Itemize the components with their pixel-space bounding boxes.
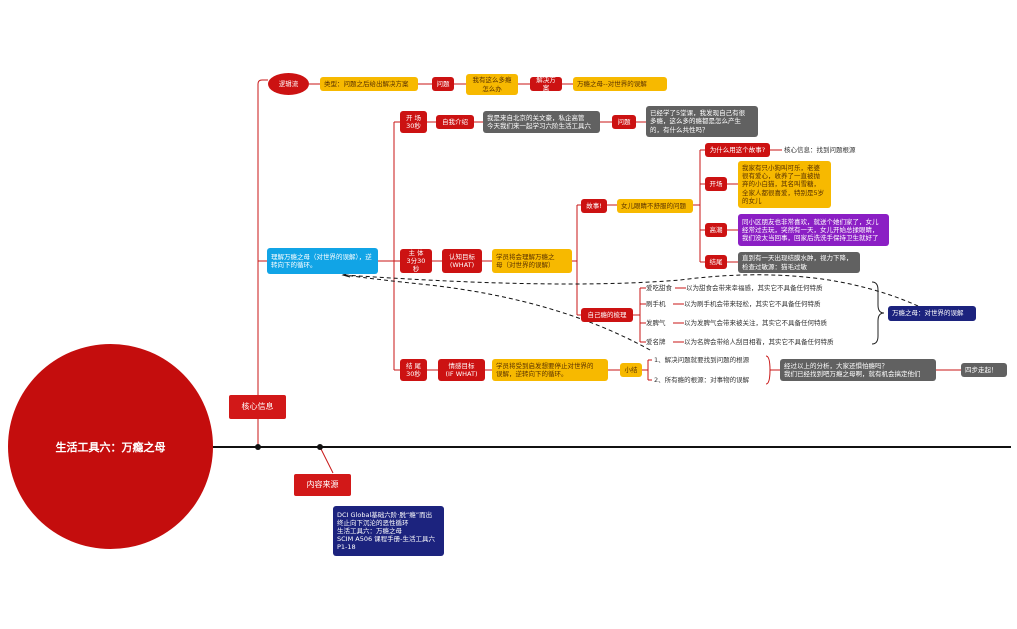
self-intro-node: 自我介绍 <box>436 115 474 129</box>
logic-problem-node: 问题 <box>432 77 454 91</box>
story-climax-text: 同小区朋友也非常喜欢，就送个她们家了，女儿 经常过去玩，突然有一天，女儿开始总揉… <box>738 214 889 246</box>
opening-problem-text: 已经学了5堂课，我发现自己有很 多瘾，这么多的瘾都是怎么产生 的，有什么共性吗？ <box>646 106 758 137</box>
addiction-text-1: 以为甜食会带来幸福感，其实它不具备任何特质 <box>686 283 823 292</box>
logic-solution-node: 解决方案 <box>530 76 562 92</box>
addiction-label-3: 发脾气 <box>646 318 666 327</box>
mother-of-addictions-node: 万瘾之母：对世界的误解 <box>888 306 976 321</box>
addiction-label-2: 刷手机 <box>646 299 666 308</box>
summary-node: 小结 <box>620 363 642 377</box>
addiction-label-4: 爱名牌 <box>646 337 666 346</box>
self-addiction-node: 自己瘾的梳理 <box>581 308 633 322</box>
opening-problem-node: 问题 <box>612 115 636 129</box>
story-node: 故事! <box>581 199 607 213</box>
cognitive-goal-text: 学员将会理解万瘾之 母（对世界的误解） <box>492 249 572 273</box>
logic-answer-node: 万瘾之母--对世界的误解 <box>573 77 667 91</box>
why-story-text: 核心信息：找到问题根源 <box>784 145 856 154</box>
addiction-label-1: 爱吃甜食 <box>646 283 672 292</box>
root-node: 生活工具六：万瘾之母 <box>8 344 213 549</box>
story-end-node: 结尾 <box>705 255 727 269</box>
summary-point-1: 1、解决问题就要找到问题的根源 <box>654 355 750 364</box>
story-climax-node: 高潮 <box>705 223 727 237</box>
logic-flow-node: 逻辑流 <box>268 73 309 95</box>
action-node: 四步走起！ <box>961 363 1007 377</box>
logic-question-node: 我有这么多瘾 怎么办 <box>466 74 518 95</box>
emotional-goal-text: 学员将受到启发想要停止对世界的 误解，逆转向下的循环。 <box>492 359 608 381</box>
conclusion-node: 经过以上的分析，大家还惧怕瘾吗？ 我们已经找到吧万瘾之母啊，就有机会搞定他们 <box>780 359 936 381</box>
ending-node: 结 尾 30秒 <box>400 359 427 381</box>
story-end-text: 直到有一天出现结膜水肿，视力下降， 检查过敏源：猫毛过敏 <box>738 252 860 273</box>
story-start-text: 我家有只小狗叫可乐，老婆 很有爱心，收养了一直被抛 弃的小白猫，其名叫雪糖， 全… <box>738 161 831 208</box>
story-start-node: 开场 <box>705 177 727 191</box>
logic-type-node: 类型：问题之后给出解决方案 <box>320 77 418 91</box>
main-topic-node: 理解万瘾之母（对世界的误解），逆转向下的循环。 <box>267 248 378 274</box>
addiction-text-3: 以为发脾气会带来被关注，其实它不具备任何特质 <box>684 318 827 327</box>
core-info-tag: 核心信息 <box>229 395 286 419</box>
addiction-text-4: 以为名牌会带给人刮目相看，其实它不具备任何特质 <box>684 337 834 346</box>
addiction-text-2: 以为刷手机会带来轻松，其实它不具备任何特质 <box>684 299 821 308</box>
summary-point-2: 2、所有瘾的根源：对事物的误解 <box>654 375 750 384</box>
source-node: DCI Global基础六阶·脱“瘾”而出 终止向下沉沦的恶性循环 生活工具六：… <box>333 506 444 556</box>
body-node: 主 体 3分30秒 <box>400 249 432 273</box>
self-intro-text: 我是来自北京的关文豪，私企高管 今天我们来一起学习六阶生活工具六 <box>483 111 600 133</box>
cognitive-goal-node: 认知目标 (WHAT) <box>442 249 482 273</box>
story-title-node: 女儿眼睛不舒服的问题 <box>617 199 693 213</box>
emotional-goal-node: 情感目标 (IF WHAT) <box>438 359 485 381</box>
why-story-node: 为什么用这个故事? <box>705 143 770 157</box>
source-tag: 内容来源 <box>294 474 351 496</box>
opening-node: 开 场 30秒 <box>400 111 427 133</box>
